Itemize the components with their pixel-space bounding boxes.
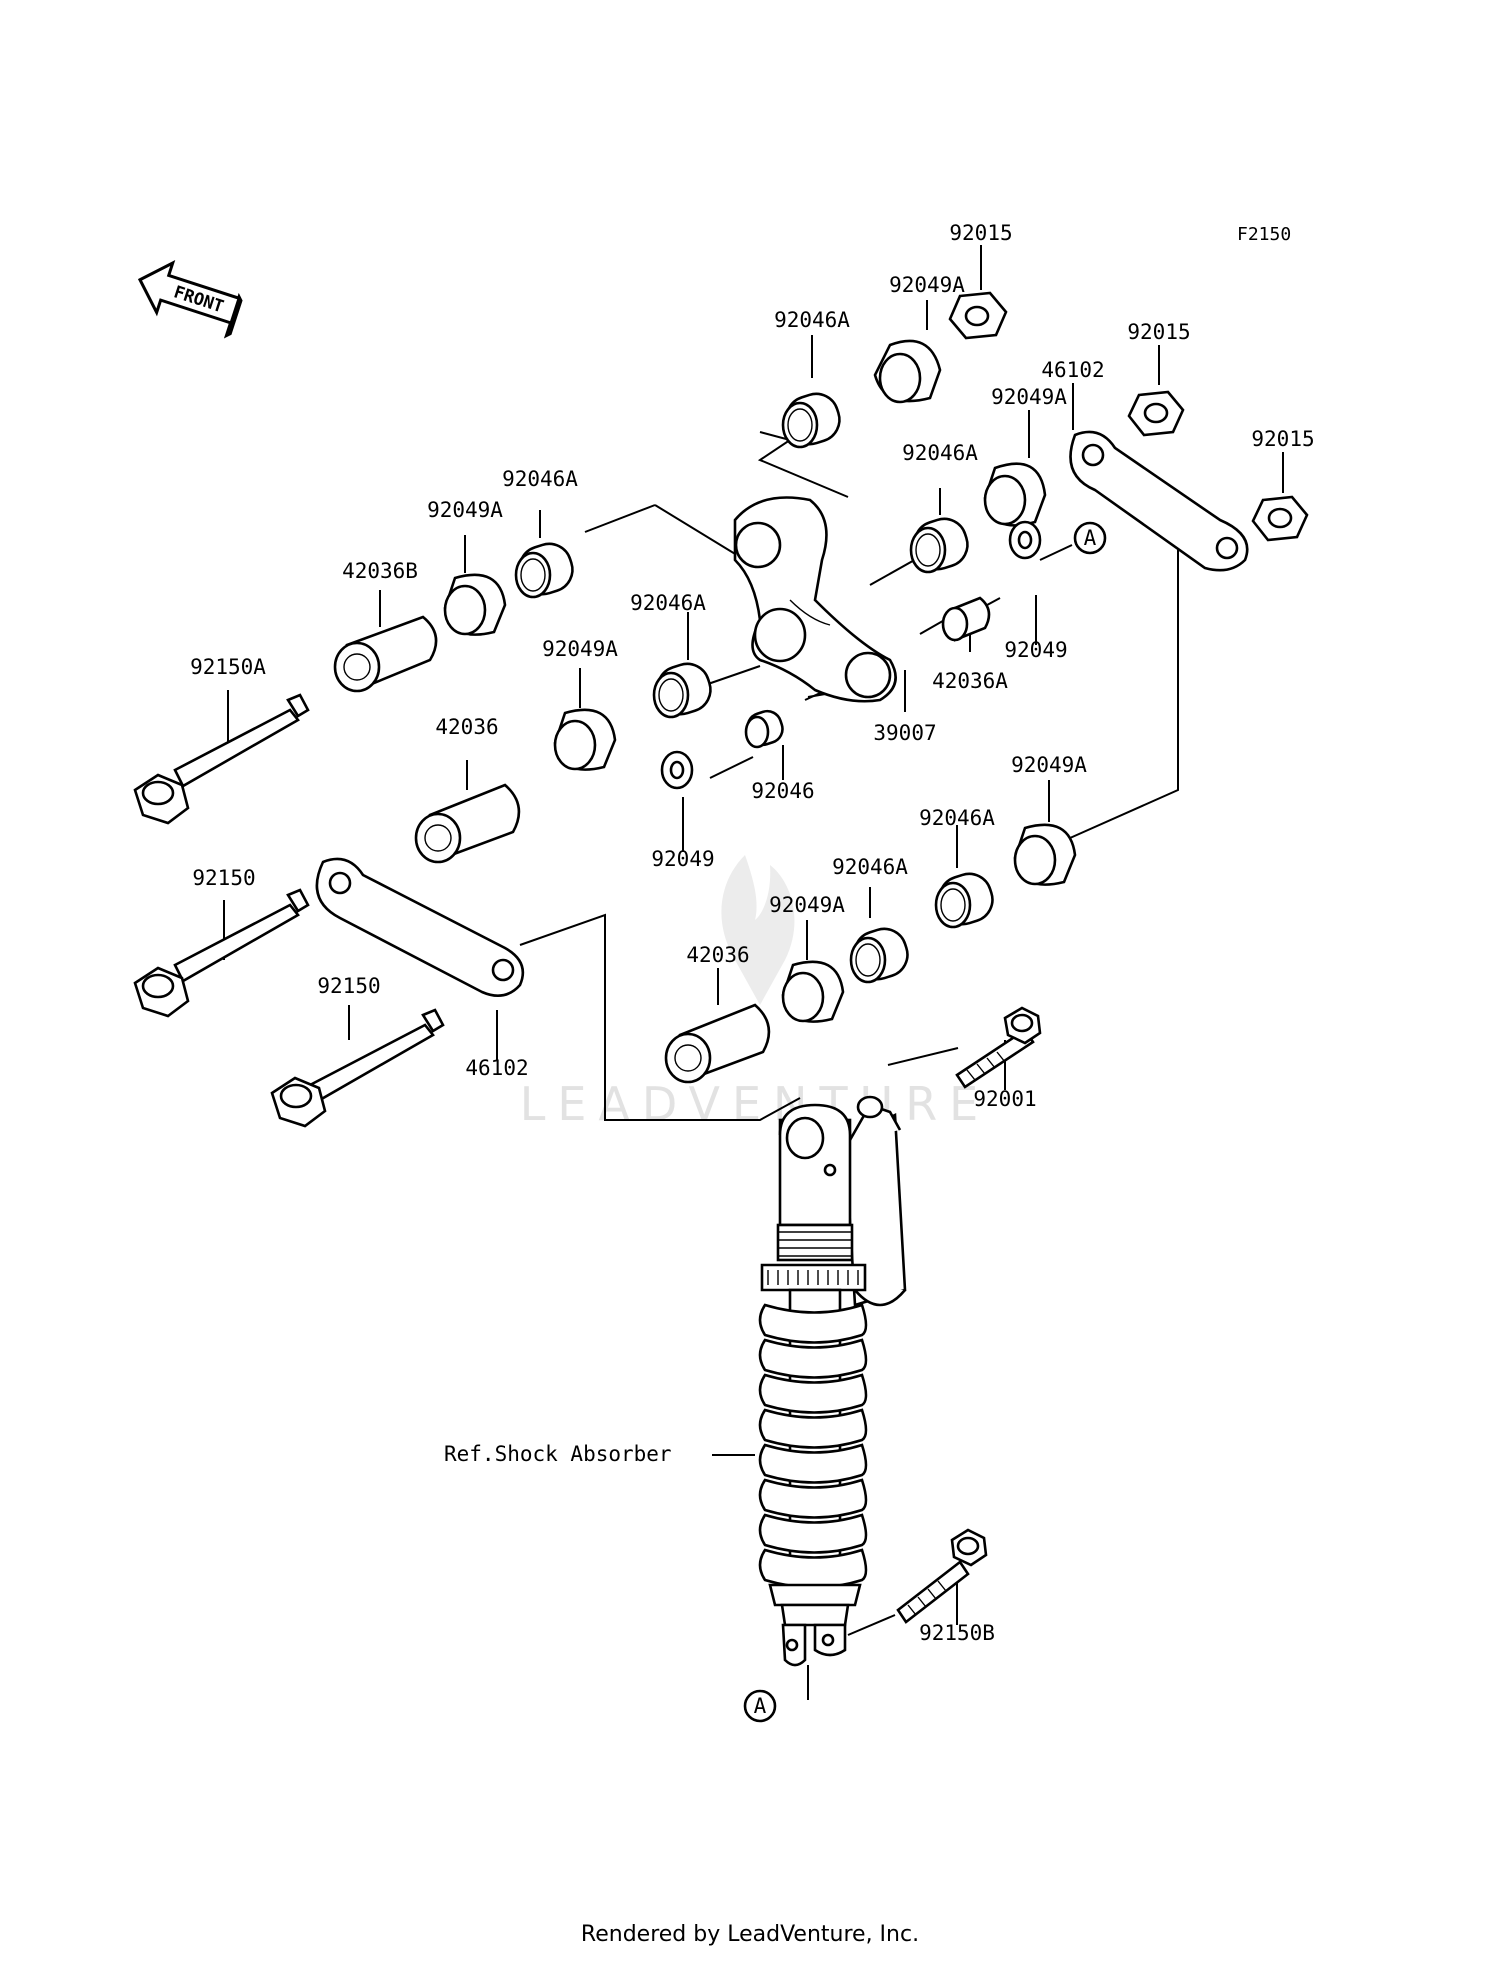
callout-92046a-2: 92046A <box>902 441 978 465</box>
bearing-92046a-1 <box>781 392 841 449</box>
callout-92001: 92001 <box>973 1087 1036 1111</box>
bearing-92046a-2 <box>909 517 969 574</box>
callout-92150-upper: 92150 <box>192 866 255 890</box>
bearing-92046a-5 <box>934 872 994 929</box>
watermark-text: LEADVENTURE <box>520 1077 991 1131</box>
marker-a-top: A <box>1084 526 1097 550</box>
collar-92049a-6 <box>781 960 845 1023</box>
callout-42036a: 42036A <box>932 669 1008 693</box>
rocker-arm-39007 <box>733 496 897 703</box>
callout-92049a-2: 92049A <box>991 385 1067 409</box>
callout-92150b: 92150B <box>919 1621 995 1645</box>
collar-92049a-2 <box>983 462 1047 527</box>
front-arrow-icon: FRONT <box>137 260 243 339</box>
shock-absorber <box>758 1095 907 1667</box>
callout-labels: 92015 92049A 92046A 92015 46102 92049A 9… <box>190 221 1315 1645</box>
figure-code: F2150 <box>1237 224 1291 245</box>
callout-92015-right: 92015 <box>1251 427 1314 451</box>
watermark-logo: LEADVENTURE <box>520 855 991 1131</box>
callout-92015-mid: 92015 <box>1127 320 1190 344</box>
callout-ref-shock-absorber: Ref.Shock Absorber <box>444 1442 672 1466</box>
collar-42036-lower <box>664 1003 771 1084</box>
callout-39007: 39007 <box>873 721 936 745</box>
bearing-92046a-4 <box>652 662 712 719</box>
marker-a-bottom: A <box>754 1694 767 1718</box>
bearing-92046a-3 <box>514 542 574 599</box>
callout-92150-lower: 92150 <box>317 974 380 998</box>
callout-92049a-5: 92049A <box>1011 753 1087 777</box>
nut-92015-right <box>1251 495 1309 542</box>
callout-92049-lower: 92049 <box>651 847 714 871</box>
bolt-92150a <box>133 693 310 825</box>
footer-credit: Rendered by LeadVenture, Inc. <box>580 1922 920 1947</box>
callout-42036-lower: 42036 <box>686 943 749 967</box>
tie-rod-46102-upper <box>1069 430 1249 572</box>
washer-92049-lower <box>660 750 694 790</box>
bearing-92046a-6 <box>849 927 909 984</box>
bolt-92001 <box>955 1006 1042 1089</box>
callout-92046a-4: 92046A <box>630 591 706 615</box>
callout-92046a-5: 92046A <box>919 806 995 830</box>
collar-92049a-5 <box>1013 823 1077 886</box>
callout-46102-upper: 46102 <box>1041 358 1104 382</box>
callout-42036-upper: 42036 <box>435 715 498 739</box>
collar-92049a-4 <box>553 708 617 771</box>
tie-rod-46102-lower <box>315 857 525 997</box>
callout-92150a: 92150A <box>190 655 266 679</box>
callout-92049a-1: 92049A <box>889 273 965 297</box>
callout-92046a-1: 92046A <box>774 308 850 332</box>
bolt-92150b <box>896 1528 988 1624</box>
callout-92049a-3: 92049A <box>427 498 503 522</box>
callout-92049a-4: 92049A <box>542 637 618 661</box>
bolt-92150-upper <box>133 888 310 1018</box>
collar-92049a-3 <box>443 573 507 636</box>
callout-92046a-3: 92046A <box>502 467 578 491</box>
collar-42036a <box>941 596 991 642</box>
collar-92049a-1 <box>873 339 942 404</box>
callout-92046: 92046 <box>751 779 814 803</box>
callout-92046a-6: 92046A <box>832 855 908 879</box>
collar-42036b <box>333 615 438 693</box>
collar-42036-upper <box>414 783 521 864</box>
nut-92015-mid <box>1127 390 1185 437</box>
callout-92015-top: 92015 <box>949 221 1012 245</box>
reference-marker-a-bottom: A <box>743 1689 777 1723</box>
callout-46102-lower: 46102 <box>465 1056 528 1080</box>
nut-92015-top <box>948 291 1008 340</box>
bolt-92150-lower <box>270 1008 445 1128</box>
callout-92049a-6: 92049A <box>769 893 845 917</box>
bearing-92046 <box>744 709 784 749</box>
reference-marker-a-top: A <box>1073 521 1107 555</box>
callout-42036b: 42036B <box>342 559 418 583</box>
washer-92049-upper <box>1008 520 1042 560</box>
callout-92049-upper: 92049 <box>1004 638 1067 662</box>
